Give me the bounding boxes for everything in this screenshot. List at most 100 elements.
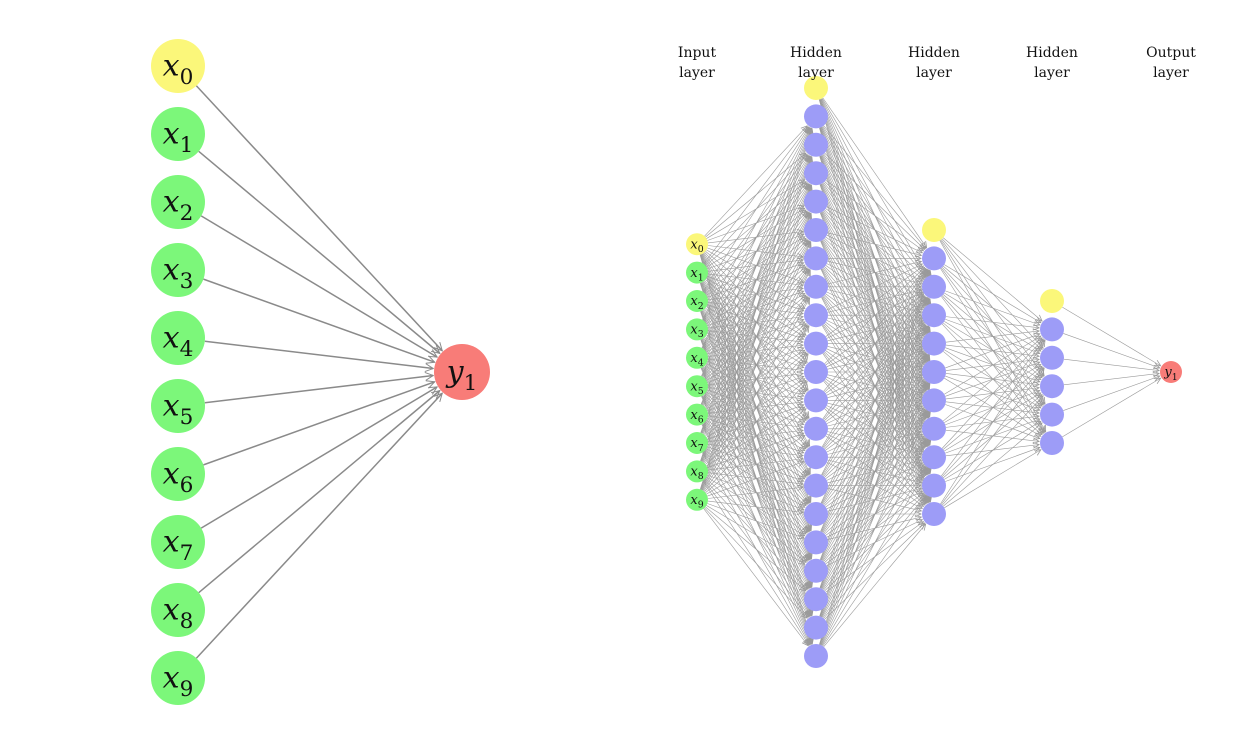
- edge-l0-6-l1-12: [707, 415, 804, 430]
- edge-l1-5-l2-1: [827, 232, 923, 258]
- edge-l0-0-l1-5: [707, 228, 804, 244]
- edge-l0-5-l1-1: [701, 127, 812, 377]
- edge-l1-8-l2-1: [826, 263, 924, 311]
- edge-l0-7-l1-15: [706, 448, 806, 508]
- bias-node-x0: [151, 39, 205, 93]
- edge-l0-0-l1-6: [707, 245, 804, 260]
- hidden-node-layer1-10: [804, 360, 828, 384]
- edge-l0-7-l1-1: [700, 127, 813, 433]
- edge-l0-9-l1-4: [700, 212, 813, 490]
- node-label-layer0-7: x7: [690, 436, 703, 454]
- layer-title-line2-1: layer: [798, 65, 834, 81]
- node-label-x5: x5: [163, 389, 194, 430]
- edge-l1-20-l2-2: [819, 298, 932, 645]
- edge-x9-y1: [195, 393, 442, 659]
- hidden-node-layer3-2: [1040, 345, 1064, 370]
- edge-l1-1-l2-1: [823, 125, 927, 250]
- layer-title-line2-2: layer: [916, 65, 952, 81]
- edge-l0-9-l1-9: [703, 353, 809, 492]
- edge-l1-20-l2-6: [820, 411, 930, 646]
- edge-l3-4-l4-0: [1063, 374, 1161, 411]
- layer-title-line1-0: Input: [678, 45, 717, 61]
- edge-l0-9-l1-14: [707, 484, 804, 499]
- hidden-node-layer2-5: [922, 360, 946, 384]
- node-label-x9: x9: [163, 661, 194, 702]
- node-label-layer4-0: y1: [1163, 365, 1177, 383]
- edge-l0-9-l1-20: [703, 508, 809, 647]
- hidden-node-layer1-13: [804, 445, 828, 470]
- edge-l2-10-l3-1: [940, 339, 1046, 505]
- layer-title-line2-0: layer: [679, 65, 715, 81]
- input-node-layer0-9: [686, 488, 708, 511]
- edge-l0-1-l1-7: [707, 273, 804, 288]
- output-node-y1: [434, 344, 490, 400]
- edge-l0-1-l1-1: [703, 126, 809, 265]
- edge-l2-6-l3-1: [944, 335, 1042, 395]
- hidden-node-layer1-16: [804, 530, 828, 555]
- node-label-x6: x6: [163, 457, 194, 498]
- node-label-layer0-6: x6: [690, 408, 703, 426]
- input-node-x1: [151, 107, 205, 161]
- edge-l0-9-l1-11: [705, 408, 807, 493]
- edge-l1-20-l2-9: [822, 495, 928, 647]
- edge-l0-5-l1-13: [706, 391, 806, 451]
- edge-l0-5-l1-14: [705, 393, 807, 478]
- edge-x4-y1: [204, 340, 433, 368]
- edge-l0-3-l1-12: [705, 336, 807, 422]
- edge-l0-9-l1-7: [702, 297, 811, 491]
- edge-l0-4-l1-13: [705, 364, 807, 450]
- hidden-node-layer3-5: [1040, 431, 1064, 455]
- input-node-x3: [151, 243, 205, 297]
- edge-l2-9-l3-1: [940, 339, 1045, 477]
- edge-l3-0-l4-0: [1062, 306, 1162, 367]
- edge-l1-16-l2-1: [820, 269, 930, 532]
- hidden-node-layer1-5: [804, 218, 828, 242]
- edge-l1-3-l2-1: [825, 179, 925, 252]
- hidden-node-layer3-1: [1040, 317, 1064, 342]
- hidden-node-layer2-10: [922, 502, 946, 526]
- node-label-x7: x7: [163, 525, 194, 566]
- layer-title-line2-3: layer: [1034, 65, 1070, 81]
- hidden-node-layer2-9: [922, 473, 946, 498]
- input-node-layer0-2: [686, 290, 708, 312]
- edge-l3-2-l4-0: [1063, 358, 1160, 374]
- hidden-node-layer1-9: [804, 331, 828, 356]
- edge-l0-0-l1-8: [706, 249, 806, 309]
- hidden-node-layer3-4: [1040, 402, 1064, 427]
- edge-l0-2-l1-7: [707, 285, 804, 300]
- edge-l0-4-l1-10: [707, 358, 804, 374]
- edge-l0-9-l1-15: [707, 500, 804, 516]
- bias-node-layer3-0: [1040, 289, 1064, 313]
- edge-l0-0-l1-9: [705, 251, 807, 336]
- edge-l0-7-l1-13: [707, 444, 804, 459]
- node-label-x0: x0: [163, 49, 194, 90]
- edge-l0-8-l1-12: [707, 431, 805, 468]
- edge-l2-1-l3-1: [944, 264, 1042, 324]
- input-node-x6: [151, 447, 205, 501]
- edge-l0-1-l1-9: [706, 277, 806, 338]
- input-node-layer0-7: [686, 432, 708, 454]
- edge-x7-y1: [200, 386, 437, 529]
- node-label-layer0-0: x0: [690, 237, 703, 255]
- bias-node-layer2-0: [922, 218, 946, 242]
- hidden-node-layer2-7: [922, 416, 946, 441]
- edge-l3-3-l4-0: [1063, 370, 1160, 386]
- hidden-node-layer2-1: [922, 246, 946, 271]
- edge-l0-9-l1-5: [701, 241, 812, 490]
- edge-l0-1-l1-6: [707, 257, 804, 272]
- edge-l0-1-l1-10: [705, 279, 807, 365]
- edge-l2-2-l3-1: [945, 290, 1041, 327]
- edge-l0-2-l1-10: [706, 306, 806, 366]
- input-node-layer0-3: [686, 318, 708, 341]
- edge-l2-10-l3-3: [941, 395, 1044, 506]
- edge-l3-5-l4-0: [1062, 377, 1162, 438]
- input-node-x4: [151, 311, 205, 365]
- bias-node-layer0-0: [686, 233, 708, 256]
- edge-l2-5-l3-1: [945, 332, 1041, 369]
- edge-l0-2-l1-8: [707, 302, 804, 317]
- edge-l1-20-l2-7: [821, 439, 929, 646]
- edge-l0-3-l1-7: [707, 289, 805, 326]
- node-label-layer0-5: x5: [690, 379, 703, 397]
